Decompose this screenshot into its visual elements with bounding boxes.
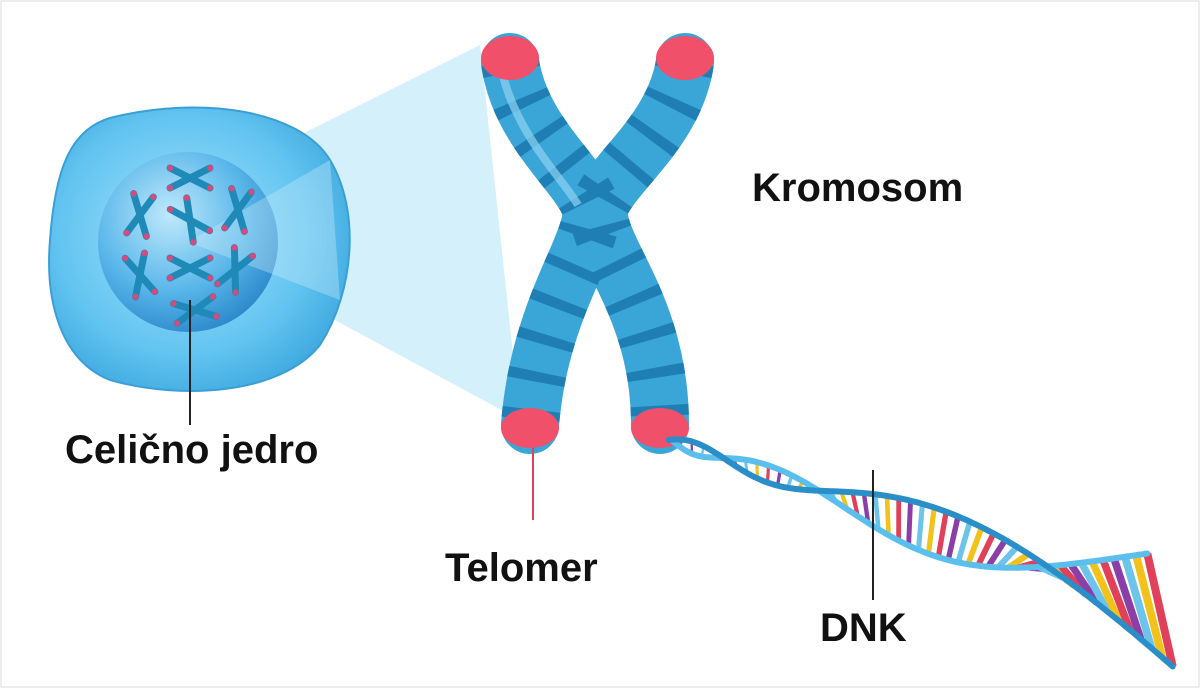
mini-chromosomes xyxy=(121,164,257,327)
dna-base-pair xyxy=(1143,552,1177,668)
mini-chromosome xyxy=(170,293,220,327)
mini-chromosome xyxy=(166,254,214,282)
dna-base-pair xyxy=(906,500,913,546)
mini-chromosome xyxy=(121,249,159,301)
zoom-cone-origin xyxy=(188,160,340,300)
dna-base-pair xyxy=(995,544,1020,570)
telomere-bottom-left xyxy=(501,408,559,448)
dna-base-pair xyxy=(1132,554,1166,659)
dna-base-pair xyxy=(965,526,985,566)
chromosome-highlight xyxy=(496,61,582,208)
dna-backbone-strand xyxy=(668,437,1151,571)
dna-base-pair xyxy=(985,538,1008,569)
mini-chromosome xyxy=(166,194,214,246)
dna-base-pair xyxy=(935,511,949,558)
label-telomere: Telomer xyxy=(445,546,598,590)
dna-helix xyxy=(665,436,1177,670)
mini-chromosome xyxy=(213,244,257,296)
label-nucleus: Celično jedro xyxy=(65,428,319,472)
mini-chromosome xyxy=(123,190,157,240)
chromosome-bands-right xyxy=(570,56,714,426)
chromosome xyxy=(481,33,714,454)
telomere-top-right xyxy=(656,36,714,80)
dna-base-pair xyxy=(1088,559,1123,623)
label-dna: DNK xyxy=(820,606,907,650)
dna-base-pair xyxy=(873,494,881,530)
telomere-top-left xyxy=(481,36,539,80)
mini-chromosome xyxy=(221,185,255,235)
dna-base-pair xyxy=(1110,557,1145,641)
mini-chromosome xyxy=(166,164,214,192)
dna-base-pair xyxy=(945,515,961,561)
dna-base-pair xyxy=(1078,561,1112,614)
dna-backbone-strand xyxy=(665,436,1176,670)
dna-base-pair xyxy=(861,492,871,524)
dna-base-pair xyxy=(915,503,925,551)
dna-base-pair xyxy=(975,532,997,567)
dna-base-pair xyxy=(1121,555,1156,650)
dna-base-pair xyxy=(955,520,973,564)
zoom-cone xyxy=(270,45,520,420)
label-chromosome: Kromosom xyxy=(752,166,964,210)
dna-base-pair xyxy=(1099,558,1134,632)
dna-base-pair xyxy=(884,495,891,536)
dna-base-pair xyxy=(925,507,937,555)
